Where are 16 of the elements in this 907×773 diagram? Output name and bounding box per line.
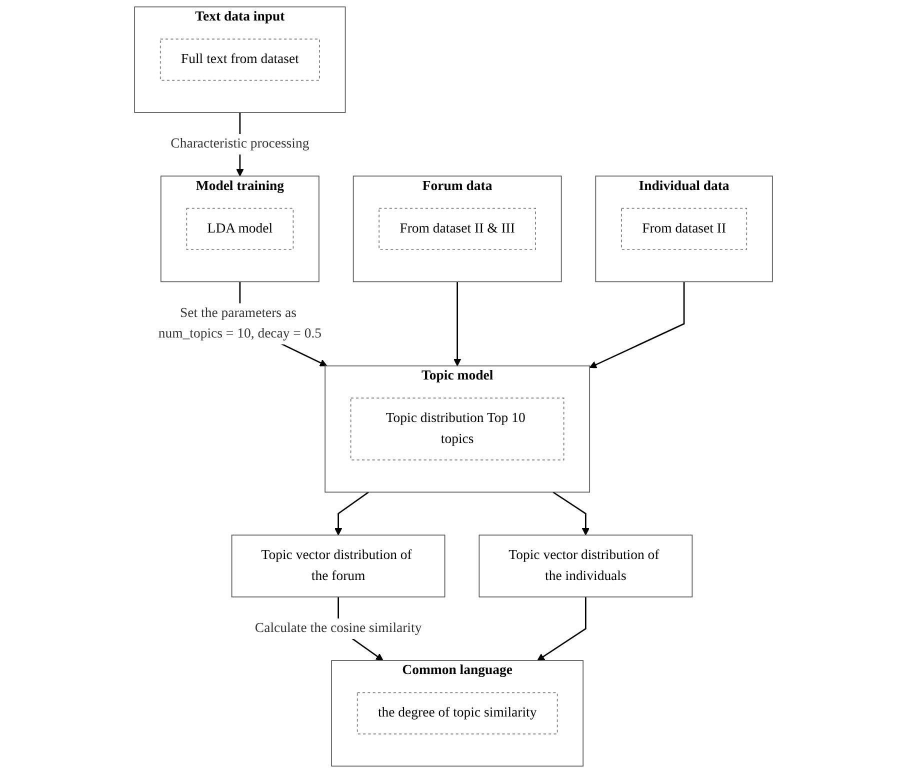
arrow <box>589 282 685 368</box>
node-box: Full text from dataset <box>160 38 320 81</box>
edge-label: Characteristic processing <box>170 136 310 152</box>
node-box: From dataset II & III <box>378 208 536 250</box>
node-box: LDA model <box>186 208 294 250</box>
node-box: Topic vector distribution of the forum <box>231 534 446 598</box>
node-box: Topic vector distribution of the individuals <box>478 534 693 598</box>
arrow <box>334 492 369 536</box>
node-box: the degree of topic similarity <box>356 692 558 734</box>
node-box: From dataset II <box>621 208 748 250</box>
edge-label: Set the parameters as num_topics = 10, decay = 0.5 <box>158 306 322 341</box>
arrow <box>537 596 586 661</box>
node-box: Topic distribution Top 10 topics <box>350 398 564 460</box>
edge-label: Calculate the cosine similarity <box>254 620 422 636</box>
arrow <box>454 282 462 366</box>
arrow <box>552 492 590 536</box>
